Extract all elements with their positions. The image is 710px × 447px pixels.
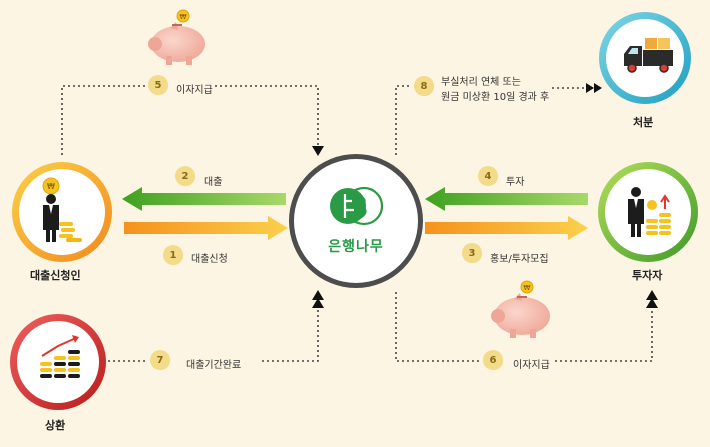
disposal-label: 처분 (633, 116, 654, 129)
bank-node (289, 154, 423, 288)
green-arrow-loan (122, 187, 286, 211)
step-8-label-line2: 원금 미상환 10일 경과 후 (441, 88, 552, 103)
svg-text:₩: ₩ (180, 13, 187, 21)
green-arrow-investment (425, 187, 588, 211)
svg-text:₩: ₩ (524, 284, 531, 292)
step-8-badge: 8 (414, 76, 434, 96)
step-4-label: 투자 (506, 177, 525, 188)
borrower-label: 대출신청인 (30, 269, 81, 282)
repayment-node (10, 314, 106, 410)
businessman-coin-icon: ₩ (42, 177, 82, 242)
step-5-badge: 5 (148, 75, 168, 95)
step-4-badge: 4 (478, 166, 498, 186)
connector-bank-to-interest-investor (395, 292, 482, 362)
piggy-bank-icon-top: ₩ (148, 9, 205, 65)
disposal-node (599, 12, 691, 104)
investor-businessman-icon (628, 187, 671, 237)
arrowhead-up-investor (646, 290, 658, 308)
connector-interest-to-bank (205, 85, 319, 150)
arrowhead-up-bank-bottom (312, 290, 324, 308)
dotted-connectors (61, 85, 653, 362)
step-2-label: 대출 (204, 177, 223, 188)
truck-icon (624, 38, 673, 73)
repayment-label: 상환 (45, 419, 66, 432)
step-2-badge: 2 (175, 166, 195, 186)
bank-logo-icon (330, 186, 384, 226)
bank-logo-text: 은행나무 (328, 239, 384, 255)
piggy-bank-icon-bottom: ₩ (491, 280, 550, 338)
orange-arrow-loan-application (124, 216, 288, 240)
step-6-badge: 6 (483, 350, 503, 370)
arrowhead-right-disposal (586, 83, 602, 93)
connector-loan-complete-to-bank (262, 298, 319, 362)
svg-text:₩: ₩ (47, 182, 55, 191)
step-1-badge: 1 (163, 245, 183, 265)
step-3-badge: 3 (462, 243, 482, 263)
connector-interest-to-investor (540, 298, 653, 362)
step-3-label: 홍보/투자모집 (490, 254, 549, 265)
step-5-label: 이자지급 (174, 81, 215, 96)
step-6-label: 이자지급 (511, 356, 552, 371)
borrower-node: ₩ (12, 162, 112, 262)
arrowhead-down-bank-top (312, 146, 324, 156)
rising-coins-icon (40, 335, 80, 378)
connector-borrower-to-interest (61, 85, 148, 155)
step-8-label-line1: 부실처리 연체 또는 (441, 77, 521, 88)
step-7-badge: 7 (150, 350, 170, 370)
step-1-label: 대출신청 (191, 254, 228, 265)
investor-node (598, 162, 698, 262)
step-7-label: 대출기간완료 (184, 356, 244, 371)
orange-arrow-promotion (425, 216, 588, 240)
connector-bank-to-disposal (395, 85, 412, 155)
arrowheads (312, 83, 658, 308)
investor-label: 투자자 (632, 269, 663, 282)
